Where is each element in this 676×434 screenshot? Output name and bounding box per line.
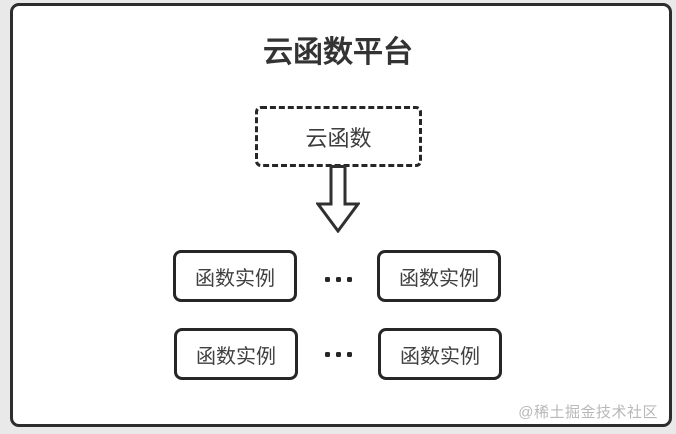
ellipsis-dot [336, 351, 341, 357]
ellipsis-row-1 [325, 276, 352, 282]
ellipsis-dot [325, 351, 330, 357]
cloud-function-label: 云函数 [305, 125, 372, 151]
function-instance-node: 函数实例 [174, 328, 298, 380]
function-instance-label: 函数实例 [195, 267, 275, 290]
function-instance-label: 函数实例 [400, 345, 480, 368]
ellipsis-dot [336, 276, 341, 282]
function-instance-node: 函数实例 [173, 250, 297, 302]
ellipsis-dot [347, 351, 352, 357]
watermark: @稀土掘金技术社区 [518, 404, 658, 421]
down-arrow-icon [316, 165, 360, 233]
diagram-title: 云函数平台 [263, 36, 413, 69]
function-instance-node: 函数实例 [377, 250, 501, 302]
ellipsis-row-2 [325, 351, 352, 357]
function-instance-node: 函数实例 [378, 328, 502, 380]
function-instance-label: 函数实例 [399, 267, 479, 290]
cloud-function-node: 云函数 [255, 106, 422, 167]
function-instance-label: 函数实例 [196, 345, 276, 368]
ellipsis-dot [347, 276, 352, 282]
ellipsis-dot [325, 276, 330, 282]
